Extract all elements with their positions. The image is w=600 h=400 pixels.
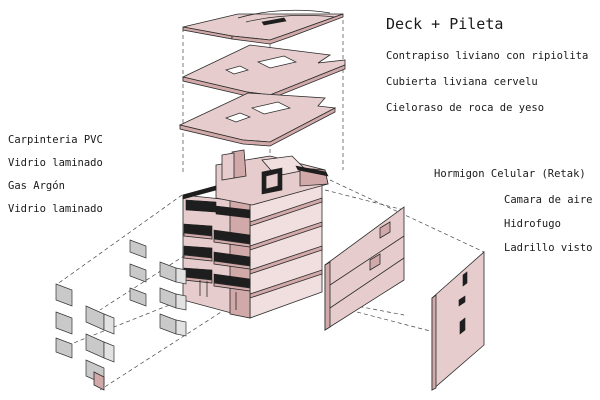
- window-pane-group-3: [55, 283, 73, 359]
- window-layer-label-2: Vidrio laminado: [8, 157, 103, 169]
- deck-pileta-title: Deck + Pileta: [386, 15, 504, 33]
- window-layer-label-3: Gas Argón: [8, 180, 65, 192]
- window-pane-group-1: [129, 239, 147, 307]
- wall-layer-label-4: Ladrillo visto: [504, 242, 593, 254]
- wall-panel-outer: [431, 251, 485, 391]
- window-layer-label-4: Vidrio laminado: [8, 203, 103, 215]
- cielorraso-layer: [178, 92, 337, 147]
- wall-layer-label-1: Hormigon Celular (Retak): [434, 168, 586, 180]
- contrapiso-layer: [181, 44, 346, 100]
- deck-pileta-layer: [182, 9, 344, 45]
- window-layer-label-1: Carpinteria PVC: [8, 134, 103, 146]
- window-pane-group-2: [159, 261, 187, 337]
- roof-layer-label-2: Cubierta liviana cervelu: [386, 76, 538, 88]
- wall-panel-inner: [324, 206, 405, 331]
- window-panes: [55, 239, 187, 391]
- wall-layer-label-3: Hidrofugo: [504, 218, 561, 230]
- wall-layer-label-2: Camara de aire: [504, 194, 593, 206]
- roof-layer-label-3: Cieloraso de roca de yeso: [386, 102, 545, 114]
- window-pane-group-4: [85, 305, 115, 391]
- roof-layer-label-1: Contrapiso liviano con ripiolita: [386, 50, 589, 62]
- building-core: [182, 149, 329, 319]
